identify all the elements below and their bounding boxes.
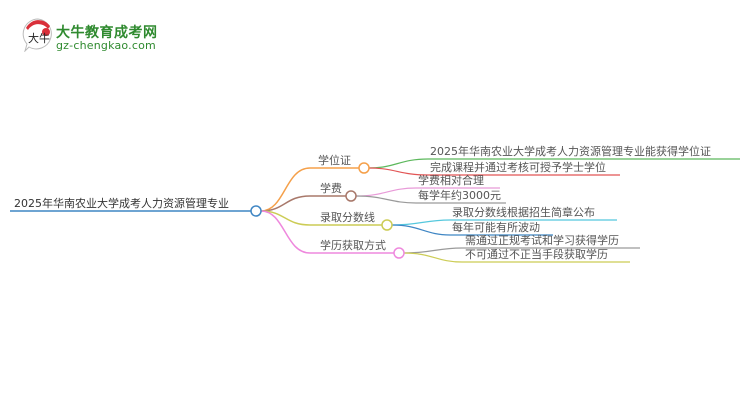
leaf-diploma-1[interactable]: 需通过正规考试和学习获得学历 [465,234,619,247]
branch-4-node-toggle [393,247,405,259]
branch-degree-certificate[interactable]: 学位证 [318,154,351,167]
mindmap-root-node[interactable]: 2025年华南农业大学成考人力资源管理专业 [14,197,229,210]
branch-1-node-toggle [358,162,370,174]
leaf-score-1[interactable]: 录取分数线根据招生简章公布 [452,206,595,219]
logo-url: gz-chengkao.com [56,39,156,52]
edge-branch-1-leaf-2 [368,167,620,176]
site-logo[interactable]: 大牛 大牛教育成考网 gz-chengkao.com [20,16,180,56]
edge-branch-3-leaf-2 [391,224,553,236]
logo-title: 大牛教育成考网 [56,25,158,41]
edge-branch-1-leaf-1 [368,158,740,169]
branch-admission-score[interactable]: 录取分数线 [320,211,375,224]
edge-root-branch-1 [260,167,359,212]
leaf-degree-1[interactable]: 2025年华南农业大学成考人力资源管理专业能获得学位证 [430,145,711,158]
edge-root-branch-2 [260,195,346,212]
root-node-toggle [250,205,262,217]
leaf-tuition-2[interactable]: 每学年约3000元 [418,189,501,202]
branch-tuition[interactable]: 学费 [320,182,342,195]
edge-branch-2-leaf-2 [355,195,506,204]
branch-diploma-method[interactable]: 学历获取方式 [320,239,386,252]
logo-badge-icon: 大牛 [22,18,52,52]
branch-2-node-toggle [345,190,357,202]
edge-branch-4-leaf-2 [403,252,630,263]
leaf-diploma-2[interactable]: 不可通过不正当手段获取学历 [465,248,608,261]
leaf-tuition-1[interactable]: 学费相对合理 [418,174,484,187]
leaf-degree-2[interactable]: 完成课程并通过考核可授予学士学位 [430,161,606,174]
svg-text:大牛: 大牛 [28,31,50,45]
edge-root-branch-4 [260,210,394,254]
leaf-score-2[interactable]: 每年可能有所波动 [452,221,540,234]
branch-3-node-toggle [381,219,393,231]
